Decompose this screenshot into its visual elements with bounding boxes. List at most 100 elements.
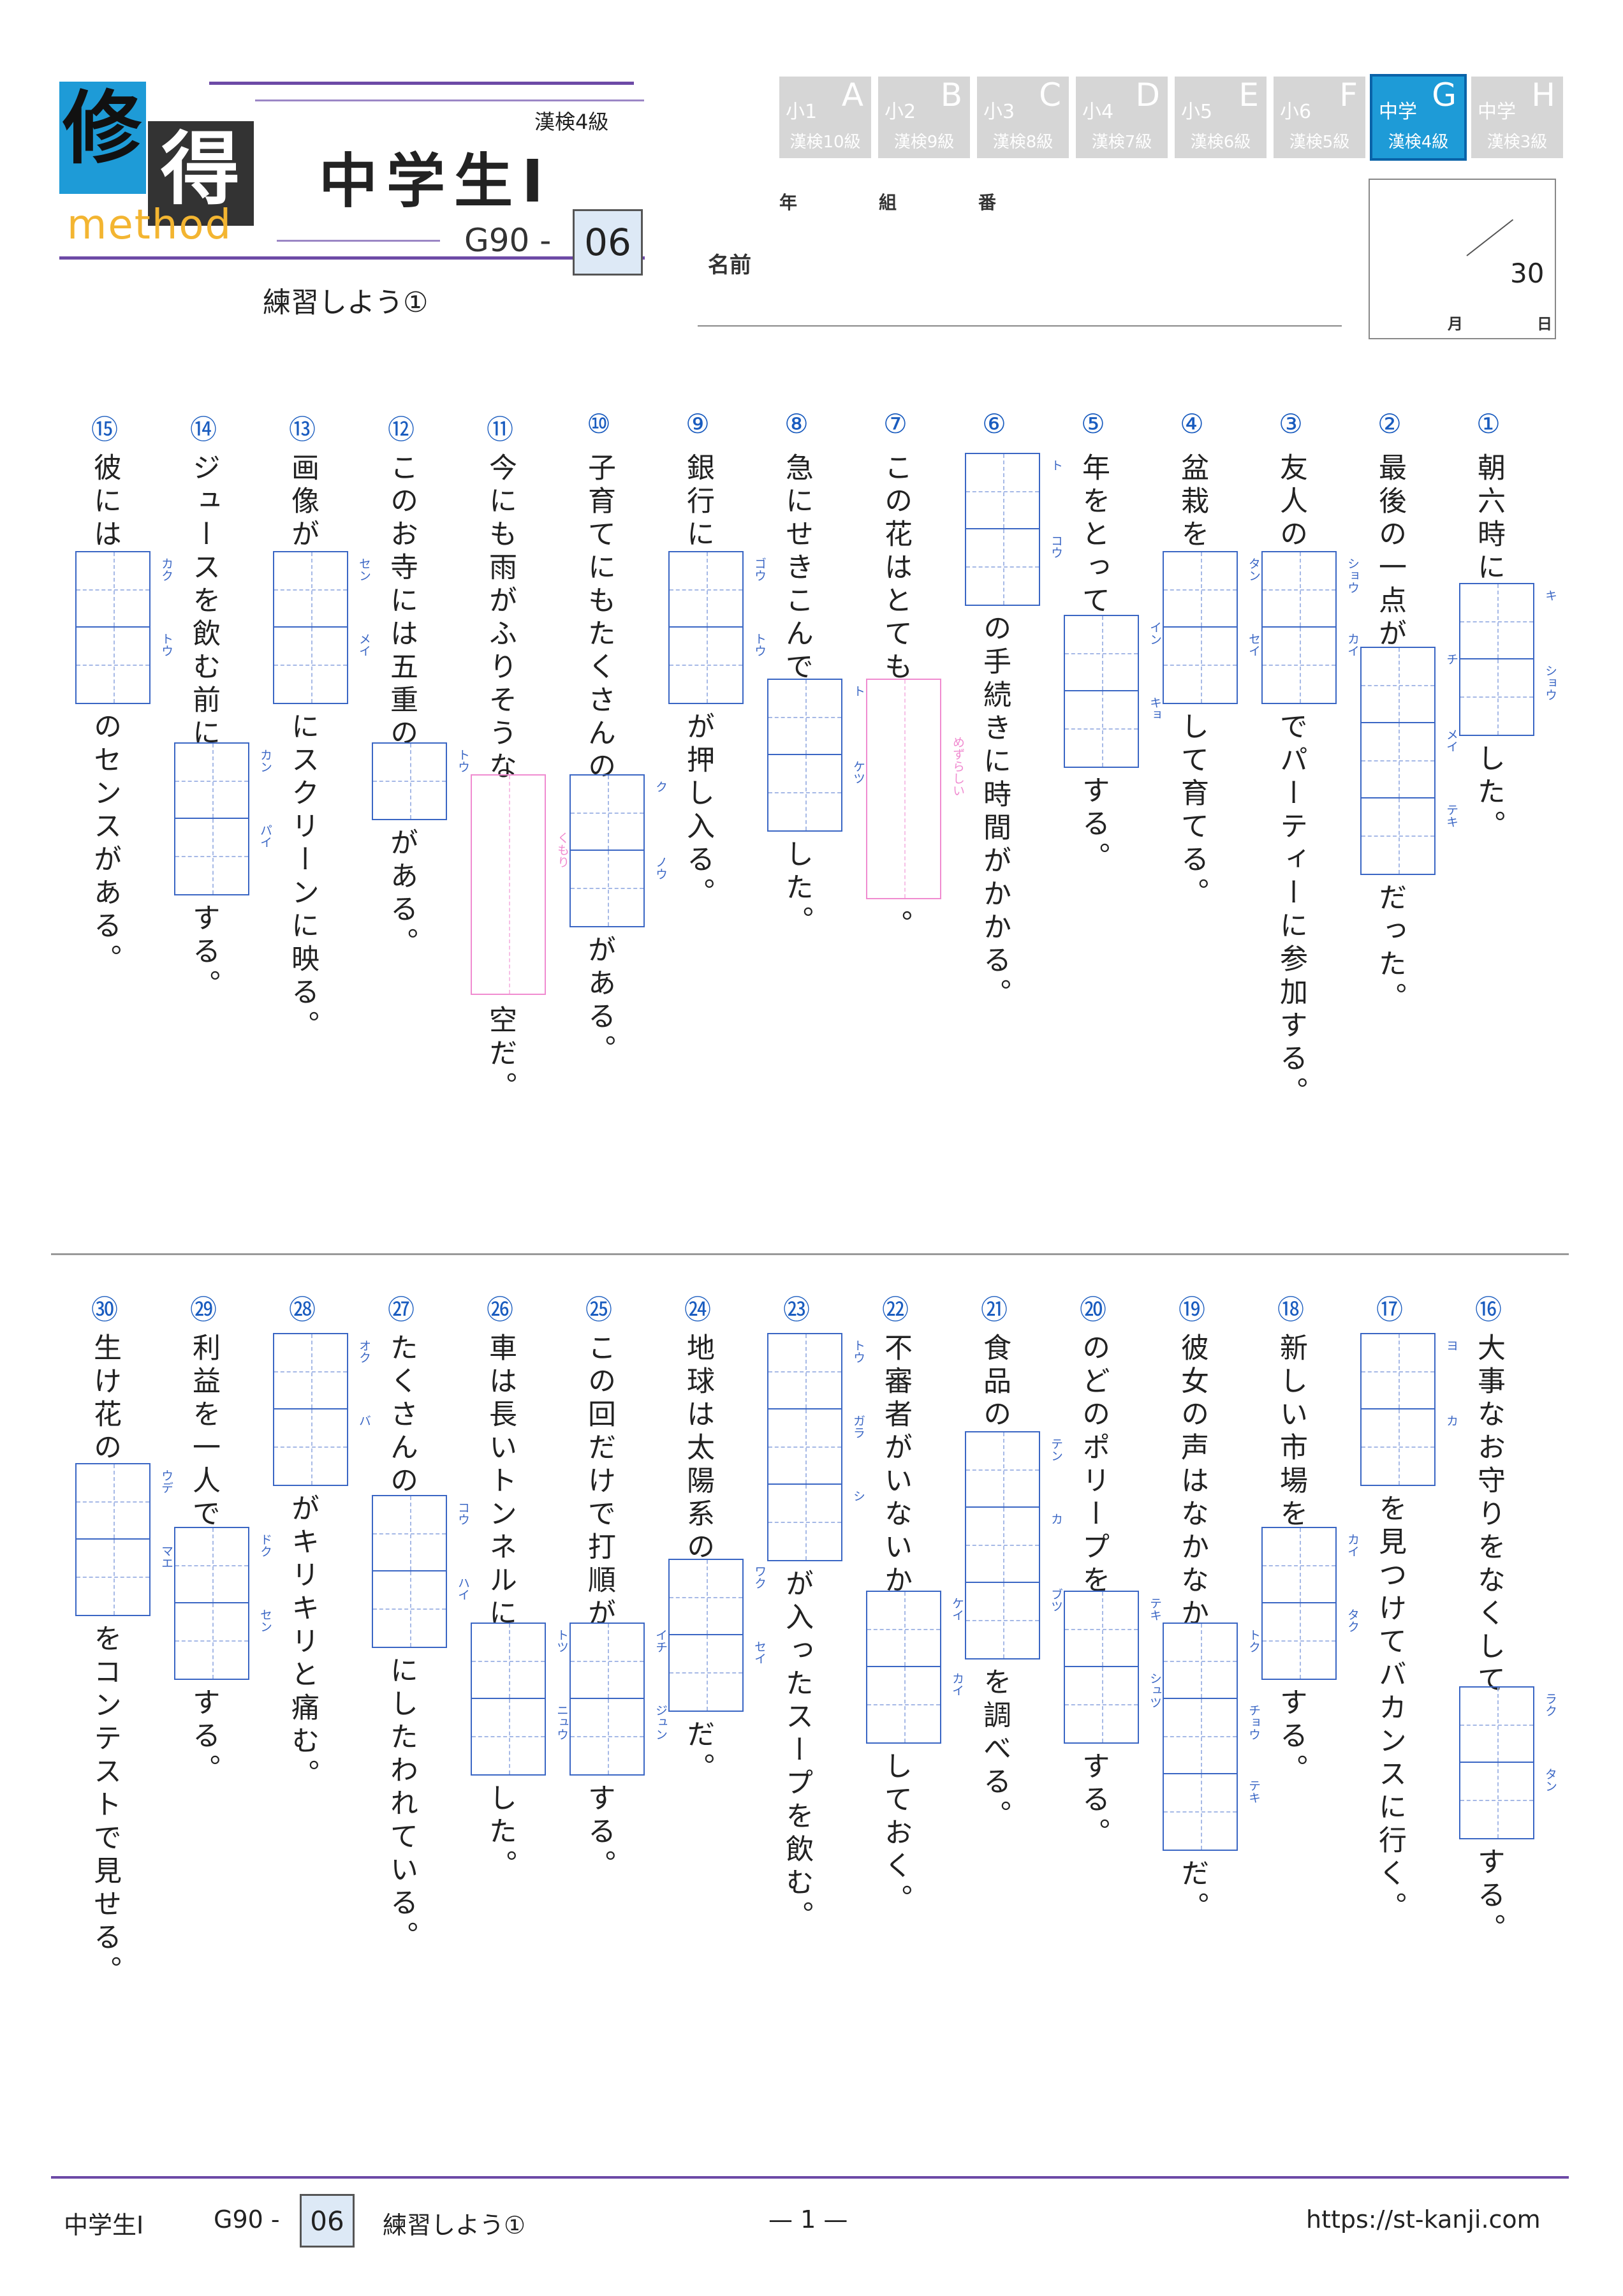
- footer-url[interactable]: https://st-kanji.com: [1306, 2205, 1541, 2233]
- answer-box[interactable]: [75, 551, 151, 704]
- score-box[interactable]: [1369, 179, 1556, 339]
- answer-cell[interactable]: [373, 1496, 446, 1571]
- answer-cell[interactable]: [1164, 552, 1237, 628]
- answer-box[interactable]: [1163, 1623, 1238, 1851]
- answer-cell[interactable]: [571, 851, 643, 926]
- answer-cell[interactable]: [670, 552, 742, 628]
- answer-box[interactable]: [372, 1495, 447, 1648]
- answer-cell[interactable]: [77, 628, 149, 703]
- answer-box[interactable]: [471, 774, 546, 995]
- answer-box[interactable]: [75, 1463, 151, 1616]
- answer-box[interactable]: [273, 1333, 348, 1486]
- name-field[interactable]: [698, 325, 1342, 327]
- answer-cell[interactable]: [867, 1667, 940, 1742]
- answer-cell[interactable]: [175, 744, 248, 819]
- answer-cell[interactable]: [768, 755, 841, 830]
- answer-cell[interactable]: [571, 1699, 643, 1774]
- answer-box[interactable]: [1064, 615, 1139, 768]
- answer-cell[interactable]: [1460, 1688, 1533, 1763]
- answer-cell[interactable]: [768, 1409, 841, 1485]
- answer-cell[interactable]: [274, 1409, 347, 1485]
- answer-box[interactable]: [1459, 1686, 1534, 1839]
- answer-box[interactable]: [1261, 1527, 1337, 1680]
- answer-cell[interactable]: [1263, 628, 1335, 703]
- answer-cell[interactable]: [1362, 648, 1434, 723]
- answer-box[interactable]: [174, 742, 249, 895]
- answer-cell[interactable]: [571, 776, 643, 851]
- answer-cell[interactable]: [175, 1528, 248, 1603]
- answer-cell[interactable]: [966, 529, 1039, 605]
- answer-box[interactable]: [1064, 1591, 1139, 1744]
- answer-box[interactable]: [1163, 551, 1238, 704]
- answer-cell[interactable]: [77, 552, 149, 628]
- answer-cell[interactable]: [670, 1635, 742, 1711]
- answer-cell[interactable]: [1263, 552, 1335, 628]
- answer-box[interactable]: [1459, 583, 1534, 736]
- answer-cell[interactable]: [1362, 798, 1434, 874]
- answer-cell[interactable]: [274, 628, 347, 703]
- answer-box[interactable]: [965, 1431, 1040, 1659]
- answer-cell[interactable]: [175, 1603, 248, 1679]
- answer-box[interactable]: [174, 1527, 249, 1680]
- answer-cell[interactable]: [1263, 1603, 1335, 1679]
- answer-box[interactable]: [866, 679, 941, 899]
- answer-cell[interactable]: [966, 1583, 1039, 1658]
- answer-cell[interactable]: [373, 744, 446, 819]
- answer-box[interactable]: [1261, 551, 1337, 704]
- answer-cell[interactable]: [768, 680, 841, 755]
- answer-cell[interactable]: [1460, 1763, 1533, 1838]
- answer-box[interactable]: [767, 679, 842, 832]
- answer-cell[interactable]: [768, 1334, 841, 1409]
- answer-cell[interactable]: [373, 1571, 446, 1647]
- answer-cell[interactable]: [472, 1699, 545, 1774]
- answer-box[interactable]: [569, 774, 645, 927]
- answer-cell[interactable]: [1263, 1528, 1335, 1603]
- answer-box[interactable]: [965, 453, 1040, 606]
- answer-cell[interactable]: [571, 1624, 643, 1699]
- answer-cell[interactable]: [472, 1624, 545, 1699]
- answer-box[interactable]: [1360, 647, 1436, 875]
- answer-cell[interactable]: [1164, 1774, 1237, 1850]
- answer-cell[interactable]: [77, 1464, 149, 1540]
- answer-box[interactable]: [471, 1623, 546, 1776]
- answer-box[interactable]: [569, 1623, 645, 1776]
- answer-cell[interactable]: [966, 1508, 1039, 1583]
- answer-cell[interactable]: [77, 1540, 149, 1615]
- answer-cell[interactable]: [966, 1432, 1039, 1508]
- answer-box[interactable]: [668, 551, 744, 704]
- answer-cell[interactable]: [1065, 1592, 1138, 1667]
- answer-box[interactable]: [866, 1591, 941, 1744]
- answer-cell[interactable]: [1460, 659, 1533, 735]
- answer-cell[interactable]: [175, 819, 248, 894]
- answer-cell[interactable]: [1065, 616, 1138, 691]
- answer-cell[interactable]: [768, 1485, 841, 1560]
- answer-cell[interactable]: [1065, 691, 1138, 767]
- answer-cell[interactable]: [670, 1560, 742, 1635]
- answer-cell[interactable]: [1362, 723, 1434, 798]
- answer-cell[interactable]: [1362, 1334, 1434, 1409]
- answer-cell[interactable]: [1460, 584, 1533, 659]
- answer-cell[interactable]: [274, 1334, 347, 1409]
- answer-box[interactable]: [273, 551, 348, 704]
- answer-cell[interactable]: [966, 454, 1039, 529]
- answer-cell[interactable]: [1164, 628, 1237, 703]
- answer-cell[interactable]: [1164, 1699, 1237, 1774]
- answer-cell[interactable]: [1362, 1409, 1434, 1485]
- answer-box[interactable]: [668, 1559, 744, 1712]
- answer-box[interactable]: [372, 742, 447, 820]
- answer-cell[interactable]: [274, 552, 347, 628]
- answer-box[interactable]: [767, 1333, 842, 1561]
- answer-cell[interactable]: [1065, 1667, 1138, 1742]
- answer-cell[interactable]: [1164, 1624, 1237, 1699]
- answer-box[interactable]: [1360, 1333, 1436, 1486]
- answer-cell[interactable]: [867, 1592, 940, 1667]
- answer-cell[interactable]: [670, 628, 742, 703]
